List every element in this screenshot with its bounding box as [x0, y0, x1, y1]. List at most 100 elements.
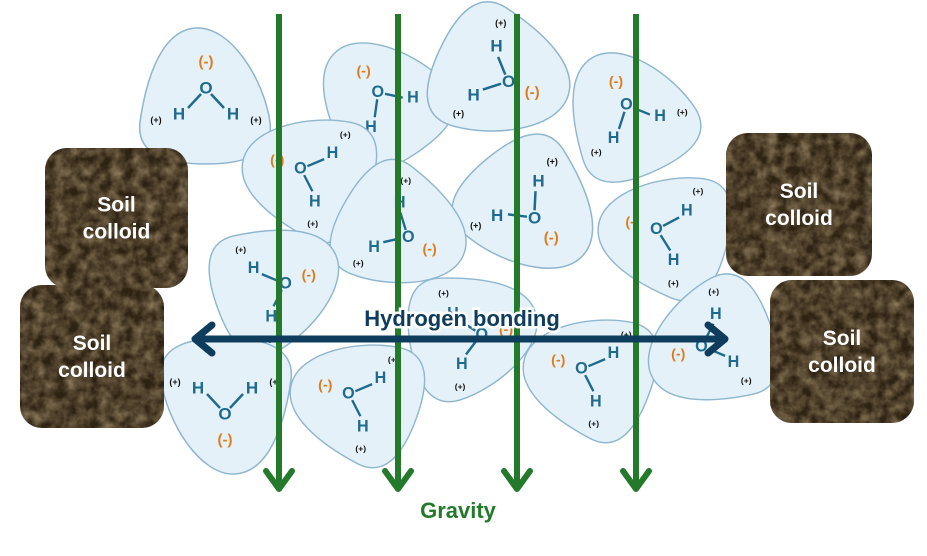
- bonding-arrow-head-right: [704, 321, 729, 357]
- negative-charge: (-): [423, 241, 437, 257]
- molecule-bubble: [522, 319, 659, 444]
- positive-charge: (+): [677, 107, 688, 117]
- negative-charge: (-): [357, 64, 371, 80]
- gravity-arrow: [501, 14, 533, 492]
- o-h-bond: [399, 212, 407, 231]
- hydrogen-atom: H: [468, 86, 480, 105]
- gravity-arrow-head: [620, 468, 652, 492]
- positive-charge: (+): [708, 286, 719, 296]
- oxygen-atom: O: [402, 228, 415, 246]
- soil-colloid-label: colloid: [808, 354, 876, 377]
- hydrogen-atom: H: [173, 105, 185, 124]
- o-h-bond: [351, 399, 362, 417]
- molecule-bubble: [426, 1, 571, 132]
- hydrogen-atom: H: [227, 105, 239, 124]
- positive-charge: (+): [235, 244, 246, 254]
- hydrogen-bonding-label: Hydrogen bonding: [364, 306, 560, 331]
- hydrogen-atom: H: [710, 305, 722, 323]
- negative-charge: (-): [551, 352, 565, 368]
- water-molecule: OHH(-)(+)(+): [426, 1, 571, 132]
- molecule-bubble: [289, 344, 426, 469]
- hydrogen-atom: H: [532, 171, 544, 190]
- negative-charge: (-): [544, 229, 559, 246]
- water-molecules: OHH(-)(+)(+)OHH(-)(+)(+)OHH(-)(+)(+)OHH(…: [138, 1, 779, 475]
- hydrogen-atom: H: [368, 238, 380, 256]
- oxygen-atom: O: [575, 360, 588, 378]
- gravity-arrow: [620, 14, 652, 492]
- soil-colloid-label: colloid: [58, 359, 126, 382]
- gravity-arrow-head: [501, 468, 533, 492]
- soil-colloid: Soil colloid: [726, 133, 872, 276]
- gravity-arrow-head: [263, 468, 295, 492]
- positive-charge: (+): [250, 115, 261, 125]
- water-molecule: OHH(-)(+)(+): [522, 319, 659, 444]
- hydrogen-atom: H: [654, 107, 666, 125]
- soil-texture: [770, 280, 914, 423]
- positive-charge: (+): [353, 258, 364, 268]
- oxygen-atom: O: [372, 83, 385, 101]
- soil-colloid-label: Soil: [73, 332, 112, 355]
- gravity-label: Gravity: [420, 498, 497, 523]
- positive-charge: (+): [169, 377, 180, 387]
- soil-texture: [45, 148, 188, 288]
- positive-charge: (+): [741, 376, 752, 386]
- soil-colloid-label: Soil: [780, 180, 819, 203]
- negative-charge: (-): [218, 432, 233, 449]
- oxygen-atom: O: [342, 385, 355, 403]
- negative-charge: (-): [499, 322, 513, 338]
- o-h-bond: [354, 383, 373, 393]
- soil-colloid-label: colloid: [83, 221, 151, 244]
- negative-charge: (-): [671, 347, 685, 363]
- oxygen-atom: O: [502, 72, 515, 91]
- soil-texture: [726, 133, 872, 276]
- water-molecule: OHH(-)(+)(+): [289, 344, 426, 469]
- o-h-bond: [459, 319, 476, 332]
- o-h-bond: [662, 216, 680, 227]
- o-h-bond: [587, 358, 606, 368]
- positive-charge: (+): [588, 419, 599, 429]
- o-h-bond: [229, 393, 244, 409]
- negative-charge: (-): [525, 84, 540, 101]
- o-h-bond: [617, 111, 626, 130]
- hydrogen-atom: H: [728, 353, 740, 371]
- hydrogen-atom: H: [309, 192, 321, 210]
- soil-colloid: Soil colloid: [20, 285, 164, 428]
- water-molecule: OHH(-)(+)(+): [159, 337, 293, 475]
- positive-charge: (+): [668, 278, 679, 288]
- positive-charge: (+): [455, 381, 466, 391]
- oxygen-atom: O: [199, 79, 212, 98]
- positive-charge: (+): [547, 156, 558, 166]
- hydrogen-atom: H: [490, 37, 502, 56]
- o-h-bond: [303, 174, 314, 192]
- hydrogen-atom: H: [192, 379, 204, 398]
- o-h-bond: [206, 393, 221, 409]
- hydrogen-atom: H: [590, 392, 602, 410]
- o-h-bond: [261, 273, 280, 283]
- hydrogen-atom: H: [608, 129, 620, 147]
- o-h-bond: [533, 191, 537, 211]
- negative-charge: (-): [199, 54, 214, 71]
- positive-charge: (+): [388, 354, 399, 364]
- hydrogen-atom: H: [681, 202, 693, 220]
- oxygen-atom: O: [650, 220, 663, 238]
- hydrogen-atom: H: [265, 307, 277, 325]
- hydrogen-atom: H: [357, 417, 369, 435]
- positive-charge: (+): [340, 129, 351, 139]
- hydrogen-atom: H: [375, 369, 387, 387]
- o-h-bond: [187, 93, 202, 109]
- oxygen-atom: O: [528, 209, 541, 228]
- positive-charge: (+): [307, 219, 318, 229]
- soil-colloids: SoilcolloidSoilcolloidSoilcolloidSoilcol…: [20, 133, 914, 428]
- oxygen-atom: O: [218, 405, 231, 424]
- force-arrows: [191, 14, 729, 492]
- oxygen-atom: O: [620, 96, 633, 114]
- o-h-bond: [584, 374, 595, 392]
- oxygen-atom: O: [279, 275, 292, 293]
- soil-colloid-label: colloid: [765, 207, 833, 230]
- o-h-bond: [496, 56, 507, 76]
- molecule-bubble: [138, 27, 272, 165]
